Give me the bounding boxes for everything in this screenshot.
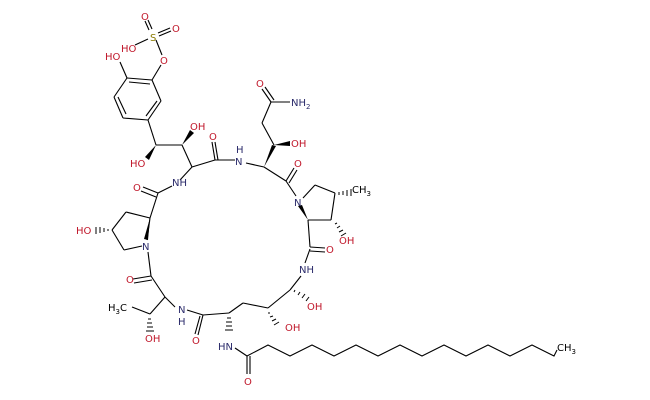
asn-amide-oxygen: O <box>256 79 264 90</box>
asn-beta-hydroxyl: OH <box>291 139 306 150</box>
threonine-methyl: H3C <box>108 303 127 316</box>
methylproline-carbonyl-oxygen: O <box>326 245 334 256</box>
methylproline-nitrogen: N <box>294 198 301 209</box>
hydroxyproline-nh: NH <box>172 178 187 189</box>
sulfur-atom: S <box>150 33 156 44</box>
acyl-carbonyl-oxygen: O <box>244 377 252 388</box>
amide-hydrogen-1: H <box>236 145 244 156</box>
sulfate-hydroxyl: HO <box>121 44 137 55</box>
hydroxyproline-hydroxyl: HO <box>76 226 92 237</box>
hydroxyproline-carbonyl-oxygen: O <box>133 183 141 194</box>
ring-carbonyl-oxygen: O <box>192 336 200 347</box>
phenol-hydroxyl: HO <box>105 52 121 63</box>
benzene-ring <box>113 61 162 121</box>
ornithine-nh: NH <box>299 265 314 276</box>
amide-nitrogen-1: N <box>235 157 242 168</box>
ornithine-hydroxyl-1: OH <box>307 302 322 313</box>
methylproline-hydroxyl: OH <box>339 236 354 247</box>
sulfate-oxygen-top: O <box>141 12 149 23</box>
amide-oxygen-1: O <box>209 132 217 143</box>
hydroxyproline-nitrogen: N <box>142 242 149 253</box>
ornithine-hydroxyl-2: OH <box>285 323 300 334</box>
hydroxy-asparagine-residue <box>245 86 298 197</box>
acyl-amide-nh: HN <box>218 342 233 353</box>
beta-hydroxyl: OH <box>190 122 205 133</box>
methylproline-ring <box>298 184 352 264</box>
threonine-carbonyl-oxygen: O <box>126 275 134 286</box>
threonine-residue <box>131 251 176 332</box>
sulfate-group <box>134 19 172 56</box>
methyl-group: CH3 <box>352 185 371 198</box>
dihydroxyornithine-residue <box>186 275 310 336</box>
benzylic-hydroxyl: HO <box>130 159 146 170</box>
dihydroxy-chain <box>145 119 235 181</box>
hydroxyproline-ring <box>95 185 173 251</box>
threonine-nitrogen: N <box>178 305 185 316</box>
chain-terminal-methyl: CH3 <box>557 343 576 356</box>
asn-carbonyl-oxygen: O <box>294 159 302 170</box>
sulfate-oxygen-right: O <box>172 24 180 35</box>
threonine-nh-hydrogen: H <box>178 317 186 328</box>
palmitoyl-chain <box>234 344 558 374</box>
aryl-ester-oxygen: O <box>160 56 168 67</box>
threonine-hydroxyl: OH <box>145 334 160 345</box>
asn-nh2: NH2 <box>291 98 310 111</box>
